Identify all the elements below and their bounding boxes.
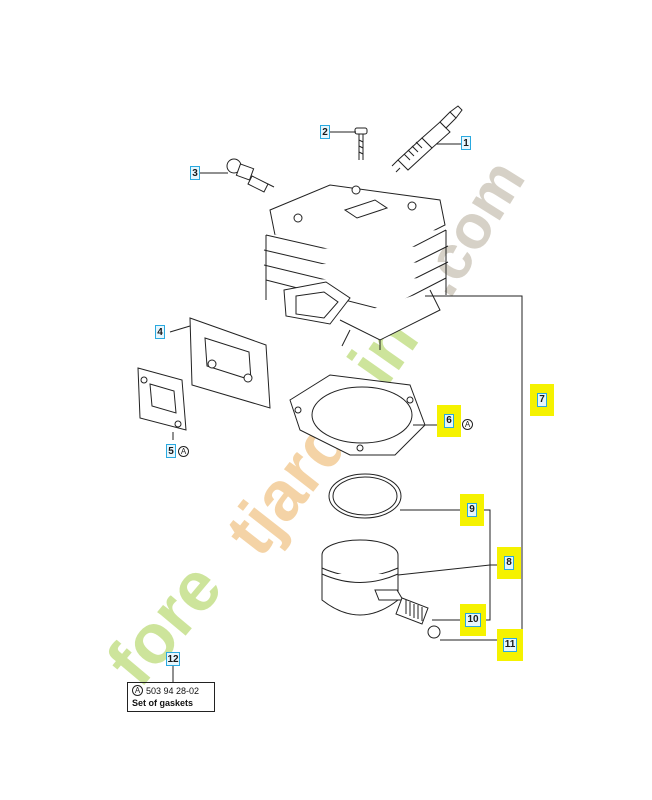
- part-label-9-text: 9: [467, 503, 477, 517]
- spark-plug-drawing: [391, 105, 463, 173]
- muffler-gasket-drawing: [137, 367, 187, 431]
- marker-a-5: A: [178, 446, 189, 457]
- part-label-11-text: 11: [502, 638, 518, 652]
- part-label-8[interactable]: 8: [497, 547, 521, 579]
- piston-drawing: [321, 539, 404, 616]
- part-label-11[interactable]: 11: [497, 629, 523, 661]
- part-label-9[interactable]: 9: [460, 494, 484, 526]
- part-label-4[interactable]: 4: [155, 325, 165, 339]
- part-label-5[interactable]: 5: [166, 444, 176, 458]
- part-label-6-text: 6: [444, 414, 454, 428]
- part-label-8-text: 8: [504, 556, 514, 570]
- part-label-1[interactable]: 1: [461, 136, 471, 150]
- marker-a-kit: A: [132, 685, 143, 696]
- part-label-7[interactable]: 7: [530, 384, 554, 416]
- part-label-7-text: 7: [537, 393, 547, 407]
- part-label-3[interactable]: 3: [190, 166, 200, 180]
- part-label-12[interactable]: 12: [166, 652, 180, 666]
- part-label-10-text: 10: [465, 613, 481, 627]
- gasket-kit-box[interactable]: A 503 94 28-02 Set of gaskets: [127, 682, 215, 712]
- kit-part-number: 503 94 28-02: [146, 685, 200, 696]
- exhaust-plate-drawing: [189, 317, 271, 409]
- base-gasket-drawing: [289, 374, 426, 456]
- part-label-2[interactable]: 2: [320, 125, 330, 139]
- cylinder-drawing: [263, 184, 449, 350]
- screw-drawing: [354, 127, 368, 160]
- part-label-10[interactable]: 10: [460, 604, 486, 636]
- part-label-6[interactable]: 6: [437, 405, 461, 437]
- kit-description: Set of gaskets: [132, 698, 194, 708]
- piston-ring-drawing: [328, 473, 402, 519]
- bearing-drawing: [395, 597, 441, 639]
- marker-a-6: A: [462, 419, 473, 430]
- svg-text:fore: fore: [92, 548, 237, 699]
- valve-drawing: [226, 158, 275, 193]
